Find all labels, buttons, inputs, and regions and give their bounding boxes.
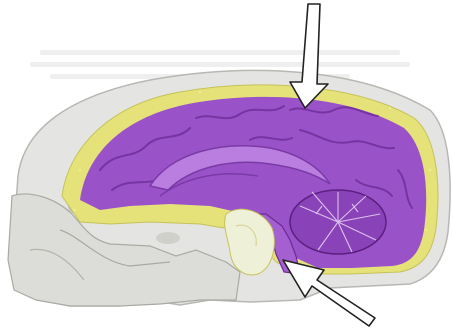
brain-section-figure xyxy=(0,0,453,331)
